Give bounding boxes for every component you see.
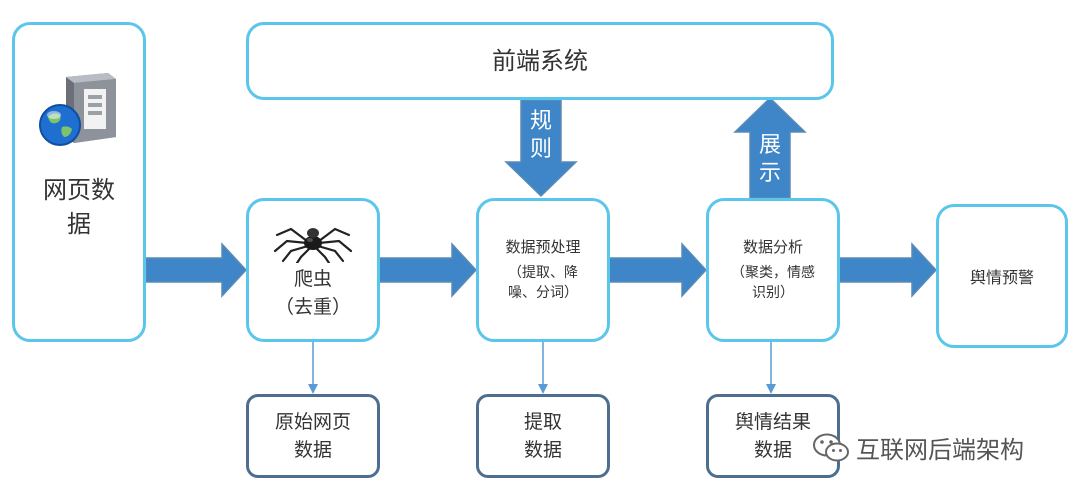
display-label-line1: 展 (758, 133, 781, 158)
arrow-rules-down (504, 99, 578, 198)
display-label-line2: 示 (758, 161, 781, 186)
spider-icon (273, 227, 353, 263)
watermark-text: 互联网后端架构 (856, 436, 1024, 464)
node-raw-pages: 原始网页 数据 (246, 394, 380, 478)
display-label: 展 示 (750, 132, 790, 188)
arrowhead-preprocess-to-extracted (538, 384, 548, 394)
node-alert: 舆情预警 (936, 204, 1068, 348)
alert-label: 舆情预警 (969, 268, 1034, 287)
analysis-line2: （聚类，情感 (731, 265, 815, 281)
rules-label-line2: 则 (529, 137, 552, 162)
node-preprocess: 数据预处理 （提取、降 噪、分词） (476, 198, 610, 342)
arrow-preprocess-to-analysis (607, 242, 708, 298)
node-frontend: 前端系统 (246, 22, 834, 100)
preprocess-line2: （提取、降 (508, 265, 578, 281)
frontend-label: 前端系统 (492, 47, 588, 75)
rules-label: 规 则 (521, 108, 561, 164)
node-web-data: 网页数 据 (12, 22, 146, 342)
raw-pages-line1: 原始网页 (274, 411, 351, 433)
preprocess-line1: 数据预处理 (505, 238, 581, 256)
node-crawler: 爬虫 （去重） (246, 198, 380, 342)
extracted-line1: 提取 (523, 411, 562, 433)
node-sentiment-results: 舆情结果 数据 (706, 394, 840, 478)
rules-label-line1: 规 (529, 109, 552, 134)
sentiment-results-line1: 舆情结果 (734, 411, 811, 433)
arrow-analysis-to-alert (837, 242, 938, 298)
arrow-crawler-to-preprocess (377, 242, 478, 298)
preprocess-line3: 噪、分词） (508, 285, 578, 301)
watermark: 互联网后端架构 (812, 430, 1024, 465)
web-data-line2: 据 (67, 210, 91, 238)
wechat-icon (813, 433, 849, 461)
web-data-line1: 网页数 (43, 176, 115, 204)
raw-pages-line2: 数据 (293, 439, 332, 461)
node-analysis: 数据分析 （聚类，情感 识别） (706, 198, 840, 342)
node-extracted: 提取 数据 (476, 394, 610, 478)
arrow-web-to-crawler (145, 242, 248, 298)
server-globe-icon (39, 73, 116, 146)
crawler-line1: 爬虫 (293, 268, 332, 290)
extracted-line2: 数据 (523, 439, 562, 461)
analysis-line3: 识别） (752, 285, 794, 301)
analysis-line1: 数据分析 (742, 238, 803, 256)
crawler-line2: （去重） (274, 296, 351, 318)
arrowhead-analysis-to-results (766, 384, 776, 394)
arrowhead-crawler-to-raw (308, 384, 318, 394)
sentiment-results-line2: 数据 (753, 439, 792, 461)
